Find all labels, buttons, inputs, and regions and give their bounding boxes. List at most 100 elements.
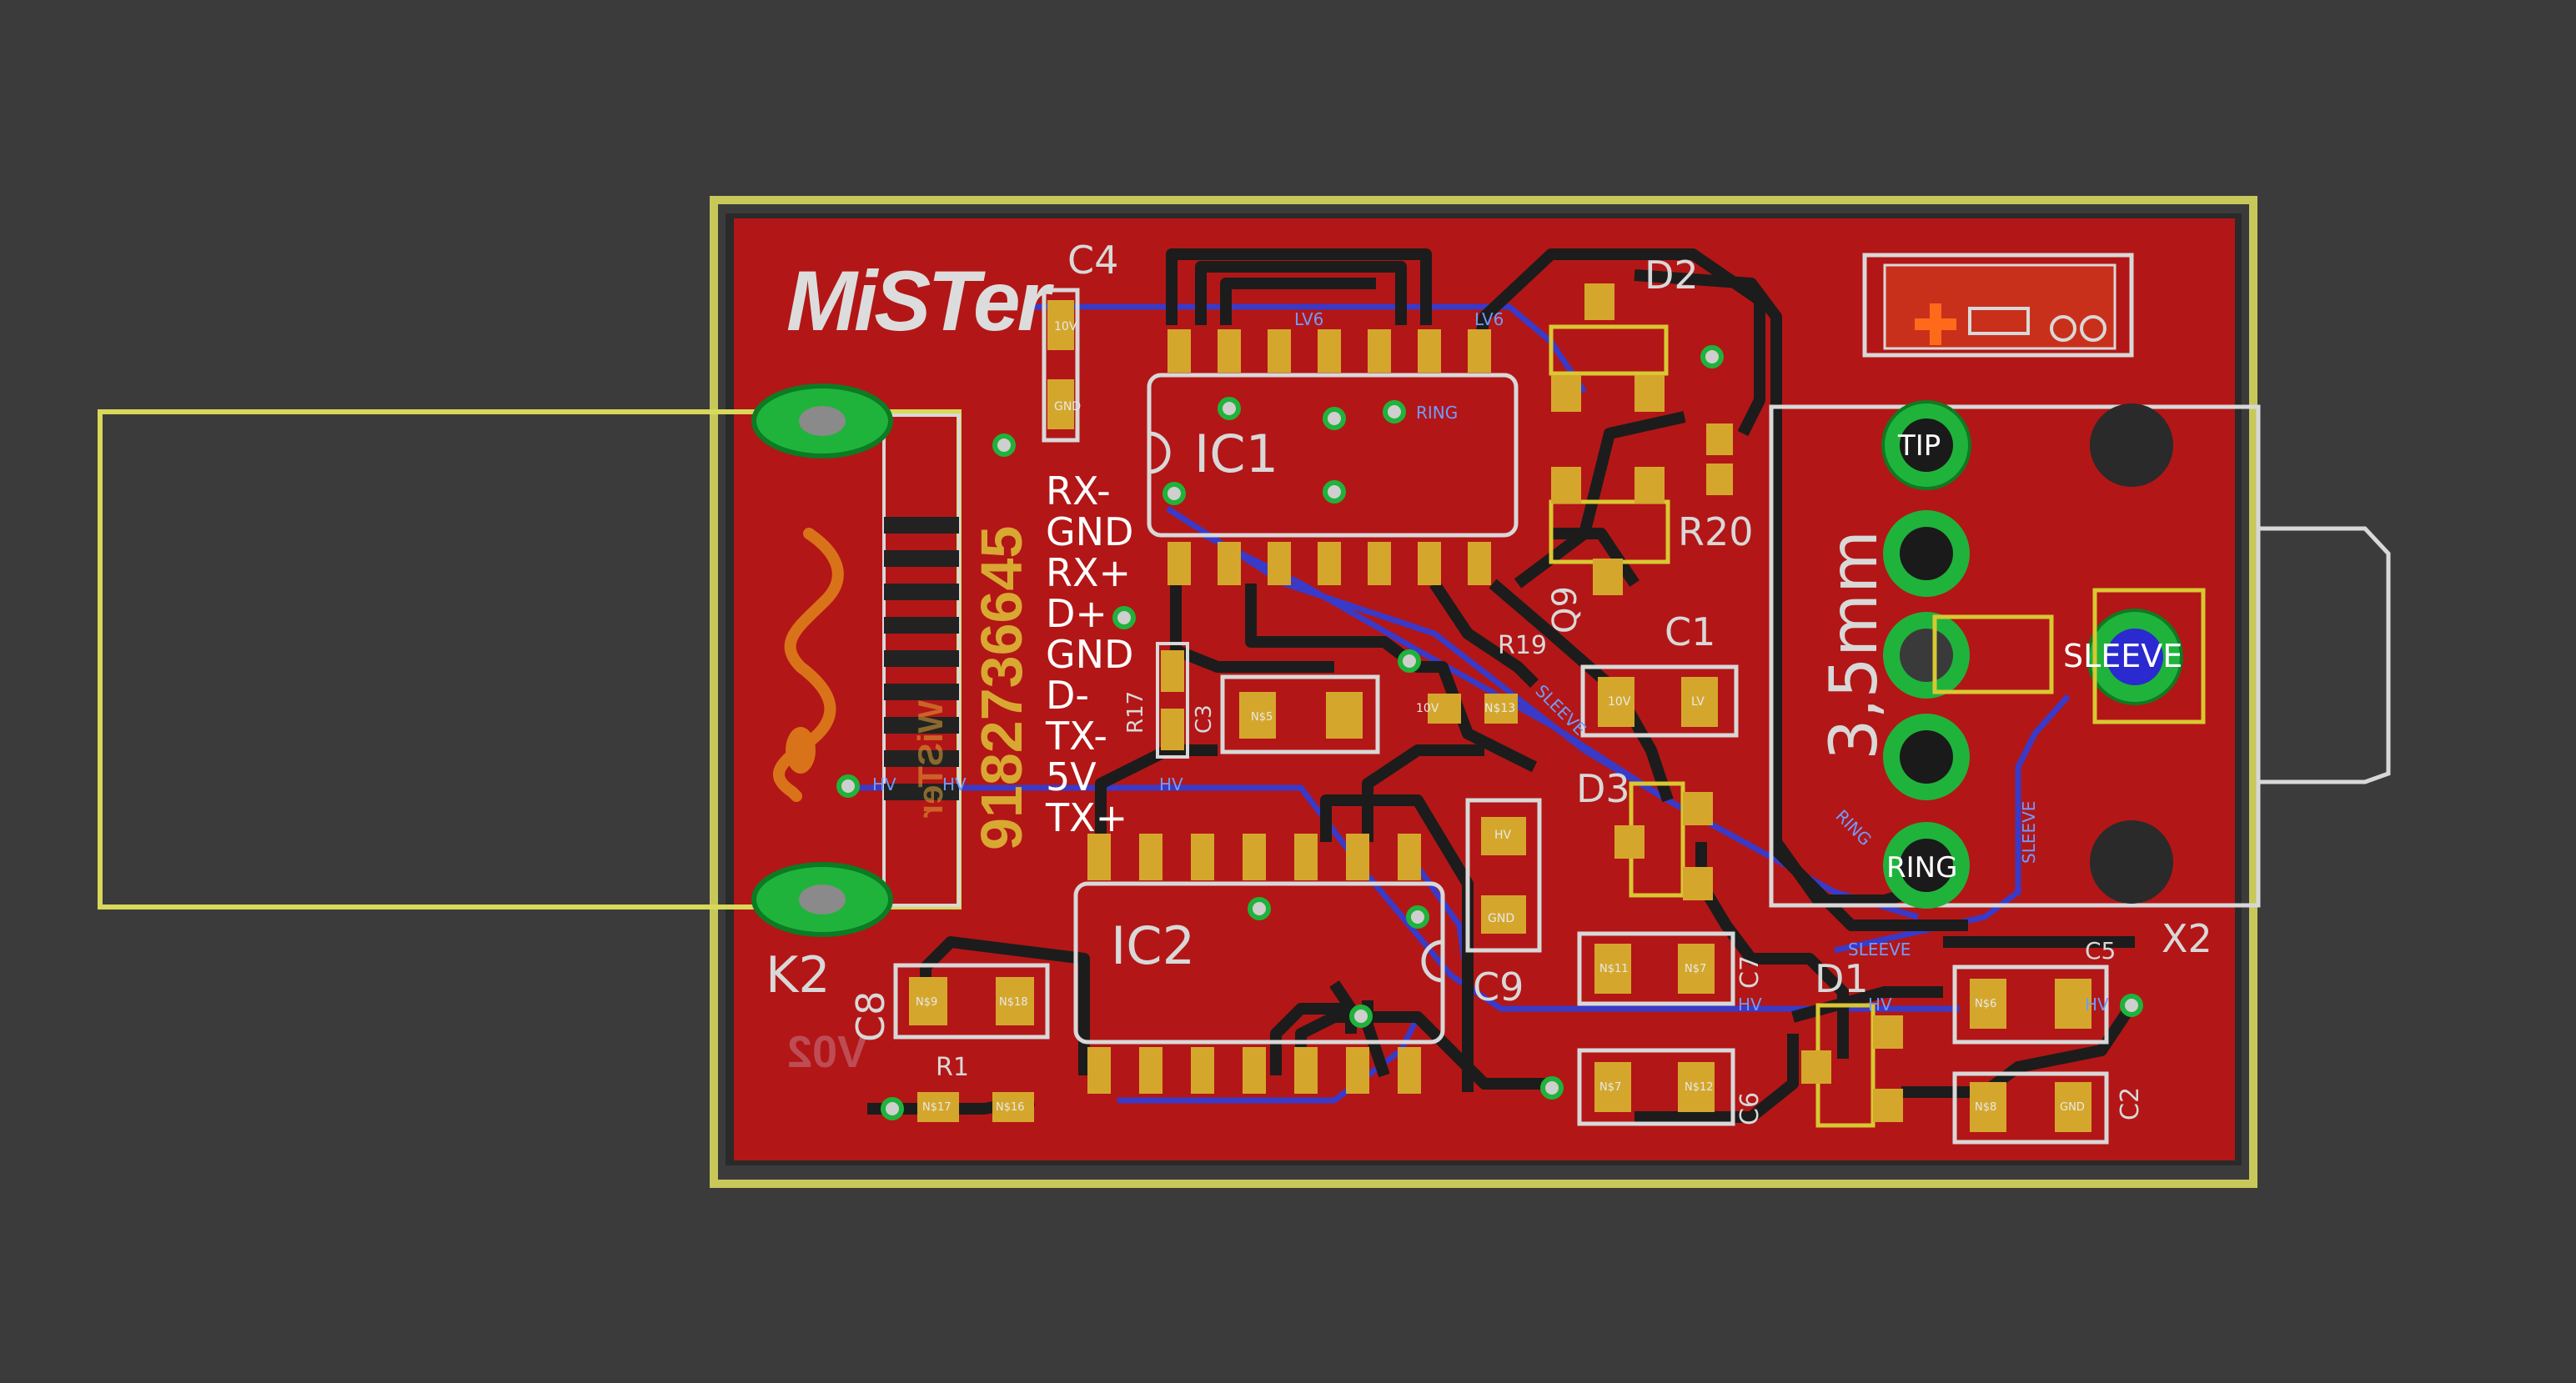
board-edge xyxy=(710,196,2257,1188)
diode-d2: D2 xyxy=(1549,253,1699,412)
sleeve-label: SLEEVE xyxy=(2063,638,2182,674)
mirrored-bottom-text: WiSTer V02 xyxy=(787,700,950,1077)
svg-text:RING: RING xyxy=(1416,403,1458,423)
ic2-pins-bottom xyxy=(1087,1047,1421,1094)
c8-label: C8 xyxy=(848,991,893,1042)
svg-text:N$8: N$8 xyxy=(1975,1101,1996,1114)
dpad-icon xyxy=(1915,303,1956,345)
pin-number-text: 9182736645 xyxy=(969,526,1034,850)
capacitor-c6: C6 N$7 N$12 xyxy=(1577,1048,1765,1126)
resistor-lv6 xyxy=(1706,423,1733,495)
svg-text:HV: HV xyxy=(942,774,967,794)
pinout-label: D- xyxy=(1046,673,1089,718)
svg-text:LV6: LV6 xyxy=(1294,309,1323,329)
pinout-label: D+ xyxy=(1046,591,1107,636)
c3-label: C3 xyxy=(1192,704,1217,734)
ic1-pins-bottom xyxy=(1167,542,1491,585)
c1-label: C1 xyxy=(1665,609,1715,654)
c2-label: C2 xyxy=(2116,1087,2145,1120)
svg-text:10V: 10V xyxy=(1608,695,1631,709)
jack-pins xyxy=(1881,400,2183,909)
jack-barrel xyxy=(2258,526,2391,784)
svg-text:10V: 10V xyxy=(1416,702,1439,715)
x2-label: X2 xyxy=(2162,916,2212,961)
resistor-n5: N$5 xyxy=(1220,674,1380,754)
resistor-r19: R19 10V N$13 xyxy=(1416,631,1547,724)
capacitor-c5: C5 N$6 xyxy=(1952,937,2116,1045)
ic2-pins-top xyxy=(1087,834,1421,880)
pin-number-vertical: 9182736645 xyxy=(969,526,1034,850)
ic1-label: IC1 xyxy=(1194,423,1278,484)
svg-text:N$9: N$9 xyxy=(916,996,937,1009)
c7-label: C7 xyxy=(1735,955,1765,989)
svg-text:HV: HV xyxy=(872,774,896,794)
jack-size-label: 3,5mm xyxy=(1817,530,1892,760)
svg-text:GND: GND xyxy=(1054,400,1081,413)
svg-text:GND: GND xyxy=(1488,912,1514,925)
resistor-r1: R1 N$17 N$16 xyxy=(917,1053,1034,1122)
mirrored-wister: WiSTer xyxy=(911,700,950,818)
d3-label: D3 xyxy=(1576,766,1630,811)
vias xyxy=(836,345,2143,1120)
mirrored-version: V02 xyxy=(787,1027,867,1077)
tip-label: TIP xyxy=(1897,429,1941,463)
c5-label: C5 xyxy=(2085,937,2116,965)
svg-text:N$7: N$7 xyxy=(1685,963,1706,975)
d2-label: D2 xyxy=(1645,253,1699,298)
svg-text:N$17: N$17 xyxy=(922,1101,952,1114)
q9-label: Q9 xyxy=(1546,586,1584,634)
ic1-pins-top xyxy=(1167,329,1491,373)
ic2-body xyxy=(1073,881,1445,1045)
svg-text:N$12: N$12 xyxy=(1685,1081,1714,1094)
svg-text:N$18: N$18 xyxy=(999,996,1028,1009)
svg-text:SLEEVE: SLEEVE xyxy=(1848,940,1911,960)
c9-label: C9 xyxy=(1473,965,1524,1010)
r17-label: R17 xyxy=(1123,691,1148,734)
snake-icon xyxy=(772,528,844,802)
svg-text:N$13: N$13 xyxy=(1484,702,1515,715)
logo-text: MiSTer xyxy=(786,253,1055,348)
capacitor-c1: C1 10V LV xyxy=(1580,609,1739,738)
svg-text:HV: HV xyxy=(1868,995,1892,1015)
ic1-body xyxy=(1147,373,1519,538)
svg-text:N$11: N$11 xyxy=(1599,963,1629,975)
svg-text:10V: 10V xyxy=(1054,320,1077,333)
capacitor-c3: R17 C3 xyxy=(1123,642,1217,759)
diode-d1: D1 xyxy=(1801,956,1903,1128)
svg-text:LV6: LV6 xyxy=(1474,309,1504,329)
c6-label: C6 xyxy=(1735,1092,1765,1125)
snake-logo xyxy=(772,528,844,802)
capacitor-c7: C7 N$11 N$7 xyxy=(1577,931,1765,1006)
ic1: IC1 xyxy=(1147,329,1519,585)
svg-text:HV: HV xyxy=(1494,829,1512,842)
svg-text:HV: HV xyxy=(1738,995,1762,1015)
capacitor-c4: C4 10V GND xyxy=(1042,238,1118,443)
svg-text:N$7: N$7 xyxy=(1599,1081,1621,1094)
nes-controller-icon xyxy=(1862,253,2134,358)
pinout-labels: RX- GND RX+ D+ GND D- TX- 5V TX+ xyxy=(1045,469,1133,840)
transistor-q9: Q9 R20 xyxy=(1546,467,1754,634)
d1-label: D1 xyxy=(1815,956,1869,1001)
r20-label: R20 xyxy=(1678,509,1754,554)
svg-text:N$6: N$6 xyxy=(1975,998,1996,1010)
svg-text:N$5: N$5 xyxy=(1251,711,1273,724)
pinout-label: 5V xyxy=(1046,754,1097,799)
capacitor-c8: C8 N$9 N$18 xyxy=(848,963,1050,1042)
svg-text:HV: HV xyxy=(2085,995,2109,1015)
svg-text:SLEEVE: SLEEVE xyxy=(2019,801,2039,864)
c4-label: C4 xyxy=(1067,238,1118,283)
mister-logo: MiSTer xyxy=(786,253,1058,348)
k2-label: K2 xyxy=(766,946,831,1005)
svg-text:HV: HV xyxy=(1159,774,1183,794)
r19-label: R19 xyxy=(1498,631,1547,660)
pinout-label: RX+ xyxy=(1046,550,1131,595)
k2-pins xyxy=(884,517,959,800)
pinout-label: TX+ xyxy=(1045,795,1127,840)
ic2: IC2 xyxy=(1073,834,1445,1094)
pinout-label: TX- xyxy=(1045,714,1107,759)
svg-text:GND: GND xyxy=(2060,1101,2085,1114)
svg-text:LV: LV xyxy=(1691,695,1705,709)
pinout-label: GND xyxy=(1046,632,1133,677)
k2-connector: K2 xyxy=(98,383,962,1005)
